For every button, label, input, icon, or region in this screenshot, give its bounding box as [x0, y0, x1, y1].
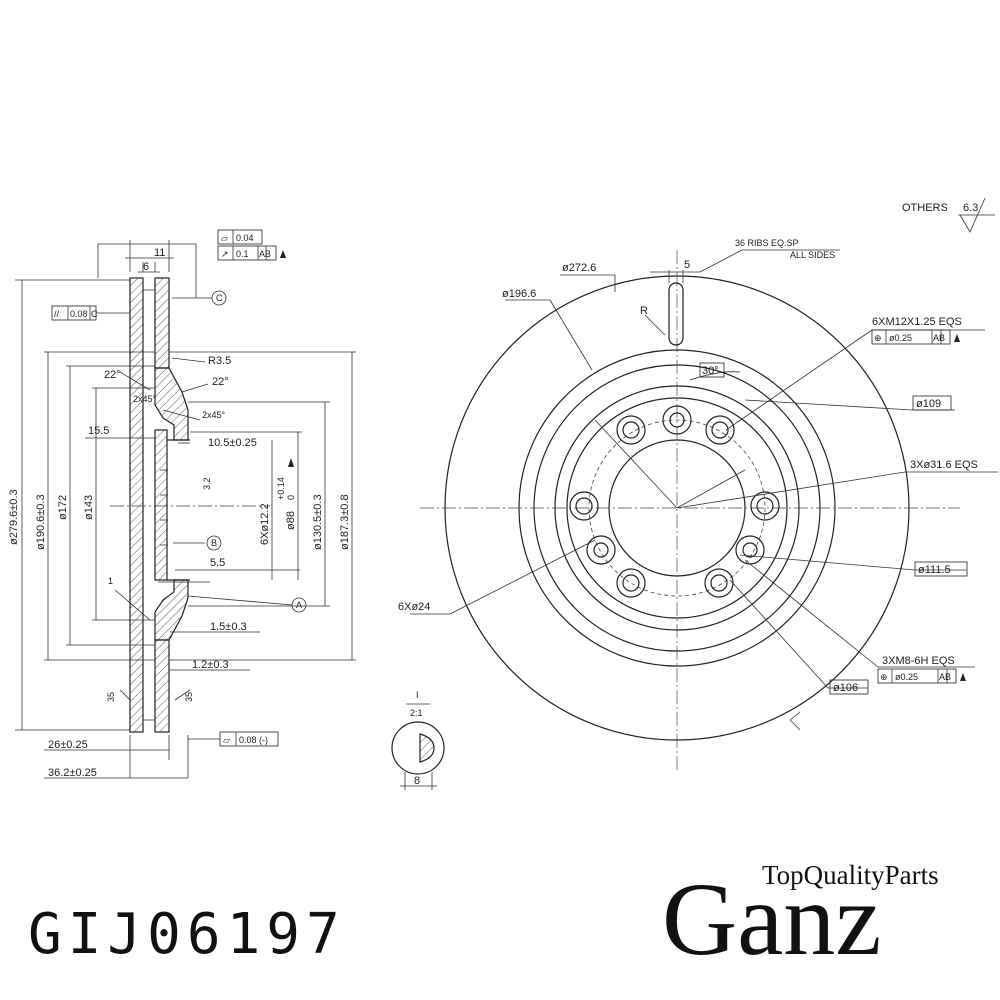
dim-d109: ø109: [916, 398, 941, 410]
others-value: 6.3: [963, 202, 978, 214]
holes-316: 3Xø31.6 EQS: [910, 459, 978, 471]
dim-r35: R3.5: [208, 355, 231, 367]
dim-t26: 26±0.25: [48, 739, 88, 751]
bolt-holes: [569, 405, 780, 598]
dim-w6: 6: [143, 261, 149, 273]
holes-24: 6Xø24: [398, 601, 430, 613]
fcf2-val: ø0.25: [895, 672, 918, 682]
detail-dim: 8: [414, 775, 420, 787]
detail-scale: 2:1: [410, 708, 423, 718]
right-friction-plate: [154, 277, 170, 369]
detail-label: I: [416, 690, 419, 700]
dim-t155: 15.5: [88, 425, 109, 437]
dim-d143: ø143: [83, 495, 95, 520]
hub-section: [154, 367, 189, 441]
brand-logo: TopQualityParts Ganz: [662, 860, 982, 977]
dim-a35l: 35: [106, 692, 116, 702]
fcf1-val: ø0.25: [889, 333, 912, 343]
thread2-note: 3XM8-6H EQS: [882, 655, 955, 667]
dim-d88: ø88: [285, 511, 297, 530]
fcf-parallel-ref: C: [91, 309, 98, 319]
dim-d12: 6Xø12.2: [259, 503, 271, 545]
section-view: ø279.6±0.3 ø190.6±0.3 ø172 ø143 6Xø12.2 …: [8, 229, 356, 779]
dim-a22a: 22°: [104, 369, 121, 381]
brand-name: Ganz: [662, 862, 882, 977]
dim-d130: ø130.5±0.3: [312, 494, 324, 550]
detail-mark-1: 1: [108, 576, 113, 586]
dim-t12: 1.2±0.3: [192, 659, 229, 671]
runout-icon: ↗: [221, 249, 229, 259]
fcf-parallel-val: 0.08: [70, 309, 88, 319]
dim-d88-tol-bot: 0: [286, 495, 296, 500]
dim-t15: 1.5±0.3: [210, 621, 247, 633]
fcf-flat2: 0.08 (-): [239, 735, 268, 745]
flatness-icon: ▱: [221, 233, 228, 243]
ribs-note: 36 RIBS EQ.SP: [735, 238, 799, 248]
dim-d106: ø106: [833, 682, 858, 694]
dim-a22b: 22°: [212, 376, 229, 388]
dim-t362: 36.2±0.25: [48, 767, 97, 779]
dim-d187: ø187.3±0.8: [339, 494, 351, 550]
others-finish: OTHERS: [902, 202, 948, 214]
datum-b: B: [211, 538, 217, 548]
position-icon: ⊕: [874, 333, 882, 343]
detail-circle: [391, 721, 445, 775]
fcf-flat: 0.04: [236, 233, 254, 243]
dim-r: R: [640, 305, 648, 317]
dim-d88-tol-top: +0.14: [276, 477, 286, 500]
dim-d279: ø279.6±0.3: [8, 489, 20, 545]
left-friction-plate: [129, 277, 144, 733]
dim-a35r: 35: [184, 692, 194, 702]
position-icon-2: ⊕: [880, 672, 888, 682]
fcf-runout-ref: AB: [259, 249, 271, 259]
detail-view: I 2:1 8: [391, 690, 445, 790]
fcf-runout-val: 0.1: [236, 249, 249, 259]
dim-d1115: ø111.5: [918, 564, 951, 576]
datum-c: C: [216, 293, 223, 303]
datum-a: A: [296, 600, 302, 610]
dim-d272: ø272.6: [562, 262, 596, 274]
hat-outer: [566, 397, 788, 619]
roughness-32: 3.2: [202, 477, 212, 490]
brand-tagline: TopQualityParts: [762, 860, 939, 890]
flatness-icon-2: ▱: [223, 735, 230, 745]
dim-d172: ø172: [57, 495, 69, 520]
dim-w5: 5: [684, 259, 690, 271]
dim-w11: 11: [154, 247, 165, 259]
dim-d190: ø190.6±0.3: [35, 494, 47, 550]
rib-slot: [668, 282, 684, 346]
dim-ch1: 2x45°: [133, 394, 157, 404]
front-view: OTHERS 6.3 36 RIBS EQ.SP ALL SIDES ø272.…: [398, 197, 998, 770]
dim-d196: ø196.6: [502, 288, 536, 300]
fcf2-ref: AB: [939, 672, 951, 682]
thread-note: 6XM12X1.25 EQS: [872, 316, 962, 328]
fcf1-ref: AB: [933, 333, 945, 343]
dim-t55: 5.5: [210, 557, 225, 569]
parallel-icon: //: [54, 309, 60, 319]
all-sides: ALL SIDES: [790, 250, 835, 260]
angle-30: 30°: [702, 365, 719, 377]
part-number: GIJ06197: [28, 902, 346, 967]
dim-t105: 10.5±0.25: [208, 437, 257, 449]
dim-ch2: 2x45°: [202, 410, 226, 420]
